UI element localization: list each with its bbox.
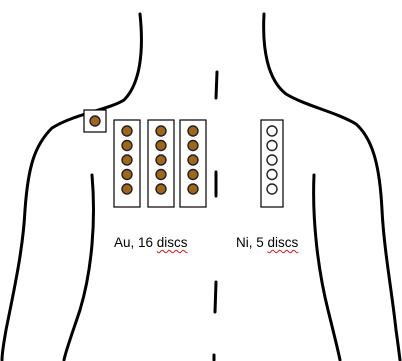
gold-single-patch xyxy=(84,110,106,132)
gold-disc xyxy=(122,155,132,165)
gold-disc xyxy=(90,116,100,126)
gold-disc xyxy=(156,170,166,180)
gold-strip xyxy=(114,120,140,207)
nickel-strip xyxy=(261,120,283,207)
gold-disc xyxy=(122,170,132,180)
gold-strip xyxy=(148,120,174,207)
gold-disc xyxy=(188,170,198,180)
au-label-prefix: Au, 16 xyxy=(114,235,157,250)
gold-disc xyxy=(188,184,198,194)
right-arm-inner-outline xyxy=(314,175,340,360)
nickel-disc xyxy=(267,141,277,151)
gold-disc xyxy=(122,184,132,194)
nickel-disc xyxy=(267,155,277,165)
gold-disc xyxy=(188,141,198,151)
gold-disc xyxy=(156,141,166,151)
ni-label-word: discs xyxy=(268,235,299,250)
nickel-disc xyxy=(267,126,277,136)
nickel-disc xyxy=(267,184,277,194)
nickel-disc xyxy=(267,170,277,180)
gold-strip xyxy=(180,120,206,207)
gold-disc xyxy=(188,155,198,165)
right-neck-shoulder-outline xyxy=(264,14,400,360)
gold-disc xyxy=(122,141,132,151)
spine-dash-3 xyxy=(215,282,216,312)
gold-disc xyxy=(188,126,198,136)
nickel-disc-strips xyxy=(261,120,283,207)
gold-disc xyxy=(156,126,166,136)
gold-disc xyxy=(122,126,132,136)
left-arm-inner-outline xyxy=(64,175,94,360)
spine-dash-1 xyxy=(216,72,217,98)
gold-disc xyxy=(156,155,166,165)
ni-label: Ni, 5 discs xyxy=(236,236,298,250)
gold-disc-strips xyxy=(114,120,206,207)
ni-label-prefix: Ni, 5 xyxy=(236,235,268,250)
au-label-word: discs xyxy=(157,235,188,250)
au-label: Au, 16 discs xyxy=(114,236,188,250)
gold-disc xyxy=(156,184,166,194)
